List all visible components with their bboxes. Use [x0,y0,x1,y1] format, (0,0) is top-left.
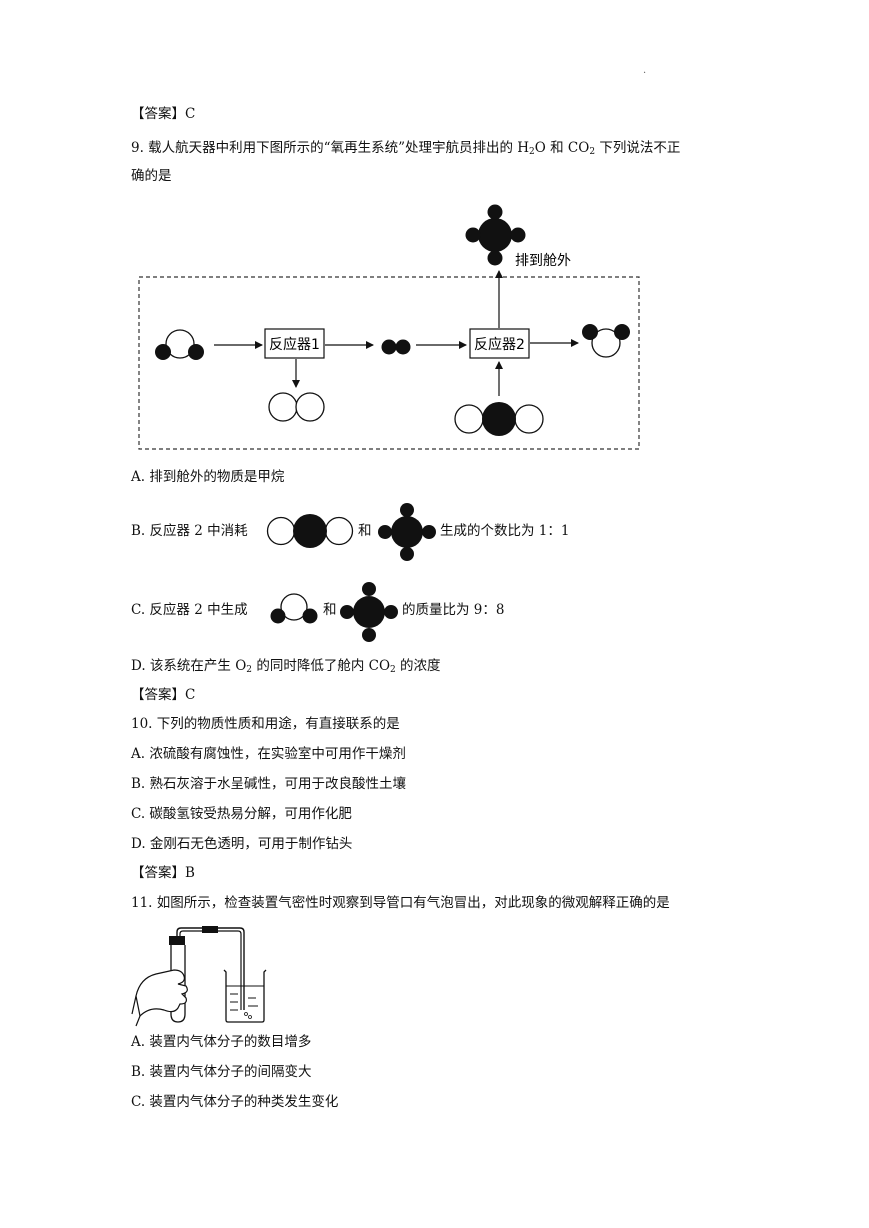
hydrogen-molecule [381,339,411,355]
methane-molecule-icon-2 [340,582,398,642]
q9-option-b-tail: 生成的个数比为 1：1 [440,523,570,539]
water-molecule-input [155,329,204,360]
methane-molecule-exhaust [465,204,526,266]
methane-molecule-icon [378,503,436,561]
reactor1-box [264,328,325,359]
system-boundary [138,276,640,450]
q10-option-b: B. 熟石灰溶于水呈碱性，可用于改良酸性土壤 [131,776,407,792]
water-molecule-icon [270,593,318,624]
q10-option-a: A. 浓硫酸有腐蚀性，在实验室中可用作干燥剂 [131,746,406,762]
q9-option-c-text: C. 反应器 2 中生成 [131,602,248,618]
q10-option-d: D. 金刚石无色透明，可用于制作钻头 [131,836,353,852]
q9-stem-line2: 确的是 [131,168,172,184]
q9-option-b-and: 和 [358,523,372,539]
reactor2-label: 反应器2 [474,336,525,353]
co2-molecule-input [454,402,544,436]
water-molecule-output [582,324,630,358]
q9-option-a: A. 排到舱外的物质是甲烷 [131,469,285,485]
reactor1-label: 反应器1 [269,336,320,353]
answer-q8: 【答案】C [131,106,196,122]
page-mark: · [643,68,647,79]
q9-option-c-tail: 的质量比为 9：8 [402,602,505,618]
q9-option-d: D. 该系统在产生 O2 的同时降低了舱内 CO2 的浓度 [131,658,441,675]
q11-option-a: A. 装置内气体分子的数目增多 [131,1034,312,1050]
q9-answer: 【答案】C [131,687,196,703]
oxygen-regeneration-diagram: 反应器1 反应器2 排到舱外 [138,204,640,450]
q10-option-c: C. 碳酸氢铵受热易分解，可用作化肥 [131,806,352,822]
oxygen-molecule-output [268,392,325,422]
reactor2-box [469,328,530,359]
airtightness-apparatus-illustration [131,926,267,1027]
q11-option-b: B. 装置内气体分子的间隔变大 [131,1064,312,1080]
q9-stem: 9. 载人航天器中利用下图所示的“氧再生系统”处理宇航员排出的 H2O 和 CO… [131,140,681,157]
exhaust-label: 排到舱外 [515,253,571,269]
q11-option-c: C. 装置内气体分子的种类发生变化 [131,1094,339,1110]
q11-stem: 11. 如图所示，检查装置气密性时观察到导管口有气泡冒出，对此现象的微观解释正确… [131,895,670,911]
q9-option-b-text: B. 反应器 2 中消耗 [131,523,248,539]
q10-answer: 【答案】B [131,865,195,881]
q9-option-c-and: 和 [323,602,337,618]
q10-stem: 10. 下列的物质性质和用途，有直接联系的是 [131,716,400,732]
co2-molecule-icon [266,514,354,548]
